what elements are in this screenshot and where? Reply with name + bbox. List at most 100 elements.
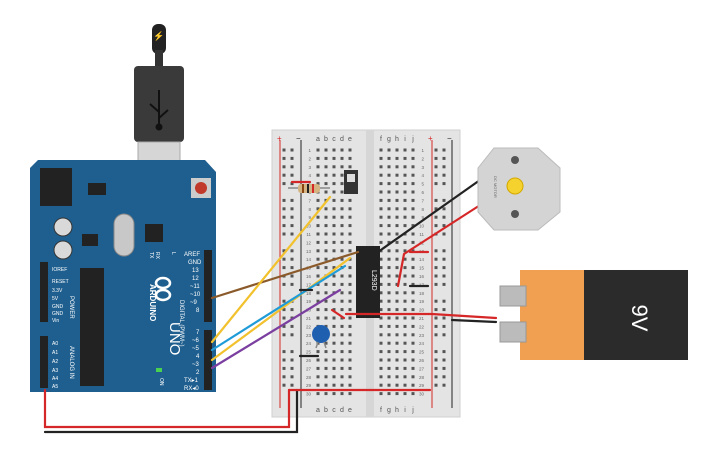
battery-voltage-label: 9V xyxy=(627,305,652,332)
wire-yellow-1[interactable] xyxy=(210,195,332,344)
row-number: 23 xyxy=(419,333,425,338)
capacitor-leg-1 xyxy=(315,341,319,349)
row-number: 2 xyxy=(308,156,311,161)
row-number: 24 xyxy=(419,341,425,346)
column-label: g xyxy=(387,407,391,414)
digital-header-top xyxy=(204,250,212,322)
wire-brown[interactable] xyxy=(210,250,360,300)
wire-yellow-2[interactable] xyxy=(210,256,352,362)
wire-red-5v[interactable] xyxy=(43,388,291,429)
usb-cable-strain-relief xyxy=(152,24,166,54)
arduino-pcb xyxy=(30,160,216,392)
wire-red-motor[interactable] xyxy=(396,198,490,288)
column-label: b xyxy=(324,407,328,414)
row-number: 9 xyxy=(308,215,311,220)
power-jack xyxy=(40,168,72,206)
rail-minus-label-left: − xyxy=(296,134,301,143)
l293d-chip[interactable]: L293D xyxy=(356,246,380,318)
voltage-regulator xyxy=(88,183,106,195)
row-number: 12 xyxy=(306,240,312,245)
column-label: a xyxy=(316,407,320,414)
row-number: 23 xyxy=(306,333,312,338)
l293d-body xyxy=(356,246,380,318)
row-number: 18 xyxy=(419,291,425,296)
row-number: 14 xyxy=(306,257,312,262)
row-number: 27 xyxy=(306,366,312,371)
rx-label: RX xyxy=(154,252,160,260)
atmega-chip xyxy=(80,268,104,386)
wire-red-short-3[interactable] xyxy=(330,308,346,320)
slide-switch-knob[interactable] xyxy=(347,174,355,182)
row-number: 10 xyxy=(306,224,312,229)
pin-label-3v3: 3.3V xyxy=(52,288,63,294)
row-number: 8 xyxy=(308,207,311,212)
column-label: j xyxy=(411,407,414,414)
pin-label-a5: A5 xyxy=(52,384,58,390)
column-label: b xyxy=(324,136,328,143)
pin-label-gnd1: GND xyxy=(52,304,64,310)
pin-label-8: 8 xyxy=(196,308,200,314)
row-number: 28 xyxy=(306,375,312,380)
row-number: 9 xyxy=(421,215,424,220)
column-label: e xyxy=(348,136,352,143)
analog-header xyxy=(40,336,48,388)
pin-label-reset: RESET xyxy=(52,279,69,285)
l-led-label: L xyxy=(170,252,176,255)
column-label: f xyxy=(380,136,382,143)
usb-chip xyxy=(145,224,163,242)
row-number: 28 xyxy=(419,375,425,380)
usb-symbol-icon xyxy=(149,90,169,131)
battery-9v[interactable]: 9V xyxy=(499,270,688,360)
wire-black-motor[interactable] xyxy=(376,178,482,254)
column-label: d xyxy=(340,407,344,414)
row-number: 19 xyxy=(419,299,425,304)
row-number: 22 xyxy=(419,324,425,329)
row-number: 11 xyxy=(419,232,424,237)
battery-terminal-1 xyxy=(499,285,527,307)
wire-blue[interactable] xyxy=(210,264,347,352)
motor-shaft-gear-icon xyxy=(506,177,524,195)
breadboard-holes xyxy=(282,148,446,396)
pin-label-3: ~3 xyxy=(192,362,200,368)
pin-label-11: ~11 xyxy=(190,284,200,290)
rail-plus-label-right: + xyxy=(428,134,433,143)
reset-button-cap[interactable] xyxy=(195,182,207,194)
resistor-band-2 xyxy=(307,184,309,193)
pin-label-13: 13 xyxy=(192,268,199,274)
dc-motor[interactable]: DC MOTOR xyxy=(477,147,561,231)
wires[interactable] xyxy=(43,178,498,434)
pin-label-12: 12 xyxy=(192,276,199,282)
pin-label-a2: A2 xyxy=(52,359,58,365)
wire-black-gnd[interactable] xyxy=(43,388,299,434)
arduino-brand-text: ARDUINO xyxy=(148,284,157,321)
row-number: 30 xyxy=(419,392,425,397)
ceramic-capacitor[interactable] xyxy=(312,325,330,343)
row-number: 30 xyxy=(306,392,312,397)
column-label: d xyxy=(340,136,344,143)
arduino-infinity-logo xyxy=(154,276,172,302)
pin-label-vin: Vin xyxy=(52,318,59,324)
battery-terminal-2 xyxy=(499,321,527,343)
column-label: i xyxy=(404,136,406,143)
resistor[interactable] xyxy=(288,184,330,193)
digital-header-bottom xyxy=(204,330,212,390)
pin-label-gnd2: GND xyxy=(52,311,64,317)
row-number: 21 xyxy=(419,316,425,321)
motor-terminal-1 xyxy=(511,156,519,164)
row-number: 5 xyxy=(421,182,424,187)
resistor-band-1 xyxy=(302,184,304,193)
wire-red-battery[interactable] xyxy=(344,312,498,320)
row-number: 11 xyxy=(306,232,311,237)
crystal-oscillator xyxy=(113,213,135,257)
capacitor-1 xyxy=(53,217,73,237)
row-number: 29 xyxy=(306,383,312,388)
row-number: 2 xyxy=(421,156,424,161)
pin-label-7: 7 xyxy=(196,330,200,336)
arduino-uno-board[interactable]: IOREF RESET 3.3V 5V GND GND Vin A0 A1 A2… xyxy=(30,160,216,392)
wire-purple[interactable] xyxy=(210,288,342,370)
power-section-label: POWER xyxy=(68,296,74,319)
wire-black-battery[interactable] xyxy=(450,318,498,324)
